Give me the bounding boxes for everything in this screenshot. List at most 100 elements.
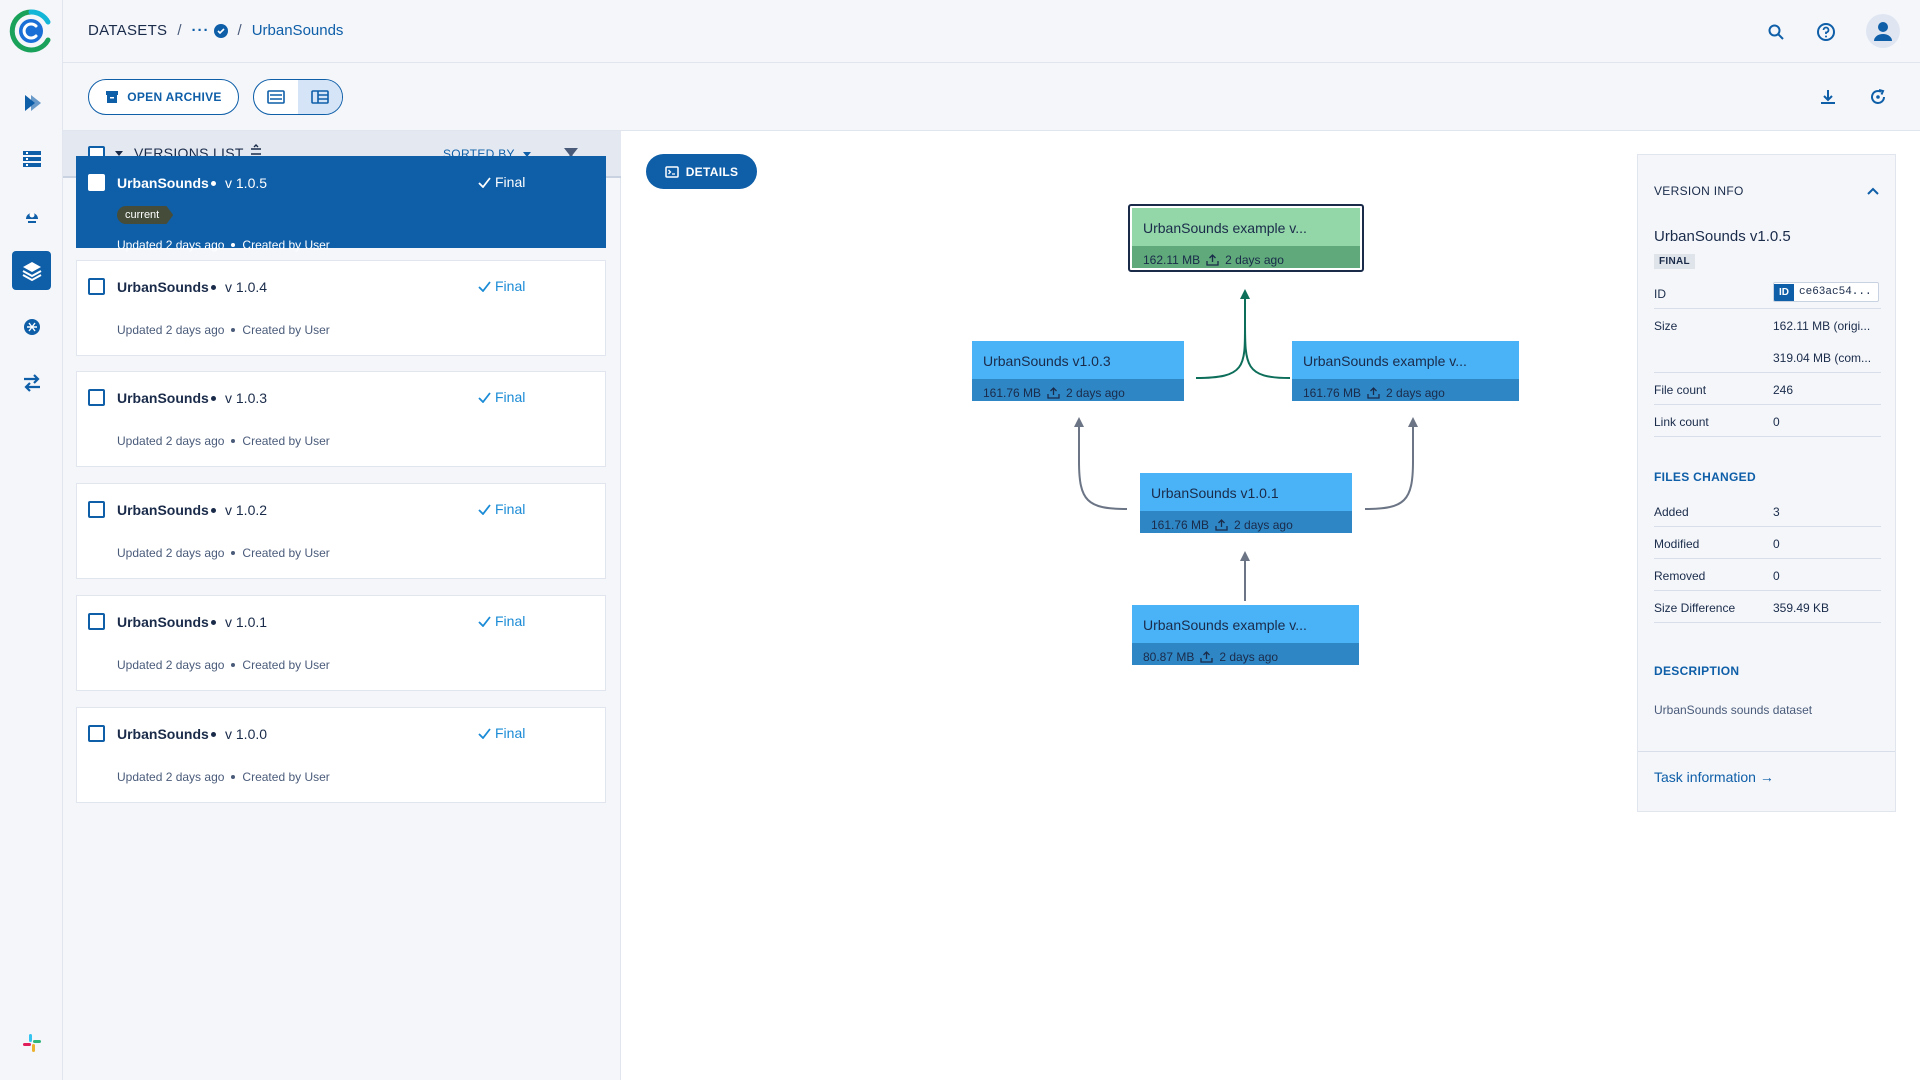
id-chip[interactable]: ID ce63ac54...: [1773, 282, 1879, 302]
status-badge: FINAL: [1654, 254, 1695, 269]
chevron-down-icon: [522, 151, 531, 157]
version-dataset-name: UrbanSounds: [117, 502, 209, 518]
info-row-size-difference: Size Difference 359.49 KB: [1654, 591, 1881, 623]
version-card[interactable]: UrbanSounds v 1.0.2 Final Updated 2 days…: [76, 483, 606, 579]
separator-dot: [211, 620, 216, 625]
details-view-button[interactable]: [298, 80, 342, 114]
node-size: 162.11 MB: [1143, 252, 1201, 267]
check-icon: [478, 176, 491, 188]
current-badge: current: [117, 206, 174, 224]
list-view-button[interactable]: [254, 80, 298, 114]
separator-dot: [231, 439, 236, 443]
info-row-removed: Removed 0: [1654, 559, 1881, 591]
version-status: Final: [478, 613, 525, 629]
slack-icon[interactable]: [12, 1023, 51, 1062]
version-meta: Updated 2 days ago Created by User: [117, 658, 330, 672]
version-dataset-name: UrbanSounds: [117, 279, 209, 295]
graph-node[interactable]: UrbanSounds example v... 80.87 MB 2 days…: [1132, 605, 1359, 665]
version-dataset-name: UrbanSounds: [117, 175, 209, 191]
node-time: 2 days ago: [1234, 517, 1293, 532]
help-icon[interactable]: [1814, 20, 1838, 44]
graph-node-selected[interactable]: UrbanSounds example v... 162.11 MB 2 day…: [1128, 204, 1364, 272]
version-card[interactable]: UrbanSounds v 1.0.4 Final Updated 2 days…: [76, 260, 606, 356]
edge-v103-to-v105: [1195, 289, 1250, 379]
refresh-icon[interactable]: [1866, 85, 1890, 109]
version-checkbox[interactable]: [88, 501, 105, 518]
breadcrumb-datasets[interactable]: DATASETS: [88, 22, 168, 39]
versions-list-panel: VERSIONS LIST SORTED BY UrbanSounds v 1.…: [63, 131, 621, 1080]
details-view-icon: [311, 90, 329, 104]
removed-value: 0: [1773, 569, 1780, 583]
clearml-logo[interactable]: [8, 8, 54, 54]
file-count-label: File count: [1654, 383, 1707, 397]
toolbar: OPEN ARCHIVE: [63, 63, 1920, 131]
user-avatar[interactable]: [1866, 14, 1900, 48]
top-header: DATASETS / ··· / UrbanSounds: [63, 0, 1920, 63]
version-checkbox[interactable]: [88, 725, 105, 742]
version-card[interactable]: UrbanSounds v 1.0.3 Final Updated 2 days…: [76, 371, 606, 467]
version-status: Final: [478, 725, 525, 741]
filter-icon[interactable]: [561, 144, 581, 164]
lineage-graph-area: DETAILS UrbanSounds example v... 162.11 …: [622, 131, 1639, 1080]
info-row-added: Added 3: [1654, 495, 1881, 527]
nav-models-icon[interactable]: [12, 195, 51, 234]
nav-workers-icon[interactable]: [12, 363, 51, 402]
description-heading: DESCRIPTION: [1654, 664, 1740, 678]
node-meta: 161.76 MB 2 days ago: [1292, 379, 1519, 401]
version-number: v 1.0.4: [225, 279, 268, 295]
lineage-edges: [1074, 289, 1418, 601]
open-archive-button[interactable]: OPEN ARCHIVE: [88, 79, 239, 115]
version-status-label: Final: [495, 389, 526, 405]
file-count-value: 246: [1773, 383, 1794, 397]
size-difference-label: Size Difference: [1654, 601, 1736, 615]
select-menu-caret-icon[interactable]: [115, 151, 123, 156]
node-size: 80.87 MB: [1143, 649, 1195, 664]
files-changed-heading: FILES CHANGED: [1654, 470, 1756, 484]
search-icon[interactable]: [1764, 20, 1788, 44]
check-icon: [478, 615, 491, 627]
version-status: Final: [478, 174, 525, 190]
nav-projects-icon[interactable]: [12, 139, 51, 178]
nav-brain-icon[interactable]: [12, 307, 51, 346]
graph-node[interactable]: UrbanSounds v1.0.1 161.76 MB 2 days ago: [1140, 473, 1352, 533]
version-checkbox[interactable]: [88, 613, 105, 630]
info-row-file-count: File count 246: [1654, 373, 1881, 405]
version-card[interactable]: UrbanSounds v 1.0.1 Final Updated 2 days…: [76, 595, 606, 691]
separator-dot: [211, 285, 216, 290]
info-row-modified: Modified 0: [1654, 527, 1881, 559]
version-checkbox[interactable]: [88, 278, 105, 295]
task-information-link[interactable]: Task information →: [1654, 769, 1774, 785]
node-title: UrbanSounds v1.0.1: [1140, 473, 1352, 511]
breadcrumb-ellipsis[interactable]: ···: [191, 22, 210, 39]
version-card-selected[interactable]: UrbanSounds v 1.0.5 Final current Update…: [76, 156, 606, 252]
chevron-up-icon[interactable]: [1865, 183, 1881, 199]
version-meta: Updated 2 days ago Created by User: [117, 238, 330, 252]
version-card[interactable]: UrbanSounds v 1.0.0 Final Updated 2 days…: [76, 707, 606, 803]
size-difference-value: 359.49 KB: [1773, 601, 1830, 615]
node-time: 2 days ago: [1225, 252, 1284, 267]
version-updated: Updated 2 days ago: [117, 770, 225, 784]
info-row-link-count: Link count 0: [1654, 405, 1881, 437]
size-value: 162.11 MB (origi...: [1773, 319, 1871, 333]
list-view-icon: [267, 90, 285, 104]
version-created-by: Created by User: [242, 434, 330, 448]
breadcrumb-current[interactable]: UrbanSounds: [251, 22, 344, 39]
nav-datasets-icon[interactable]: [12, 251, 51, 290]
breadcrumb-separator: /: [177, 22, 182, 39]
link-count-value: 0: [1773, 415, 1780, 429]
version-info-title: UrbanSounds v1.0.5: [1654, 228, 1791, 245]
separator-dot: [211, 732, 216, 737]
separator-dot: [231, 243, 236, 247]
details-button[interactable]: DETAILS: [646, 154, 757, 189]
node-meta: 161.76 MB 2 days ago: [972, 379, 1184, 401]
edge-v101-to-v103: [1074, 417, 1128, 510]
graph-node[interactable]: UrbanSounds example v... 161.76 MB 2 day…: [1292, 341, 1519, 401]
version-checkbox[interactable]: [88, 389, 105, 406]
version-checkbox[interactable]: [88, 174, 105, 191]
separator-dot: [211, 181, 216, 186]
graph-node[interactable]: UrbanSounds v1.0.3 161.76 MB 2 days ago: [972, 341, 1184, 401]
node-meta: 162.11 MB 2 days ago: [1132, 246, 1360, 268]
download-icon[interactable]: [1816, 85, 1840, 109]
nav-pipelines-icon[interactable]: [12, 83, 51, 122]
separator-dot: [231, 328, 236, 332]
